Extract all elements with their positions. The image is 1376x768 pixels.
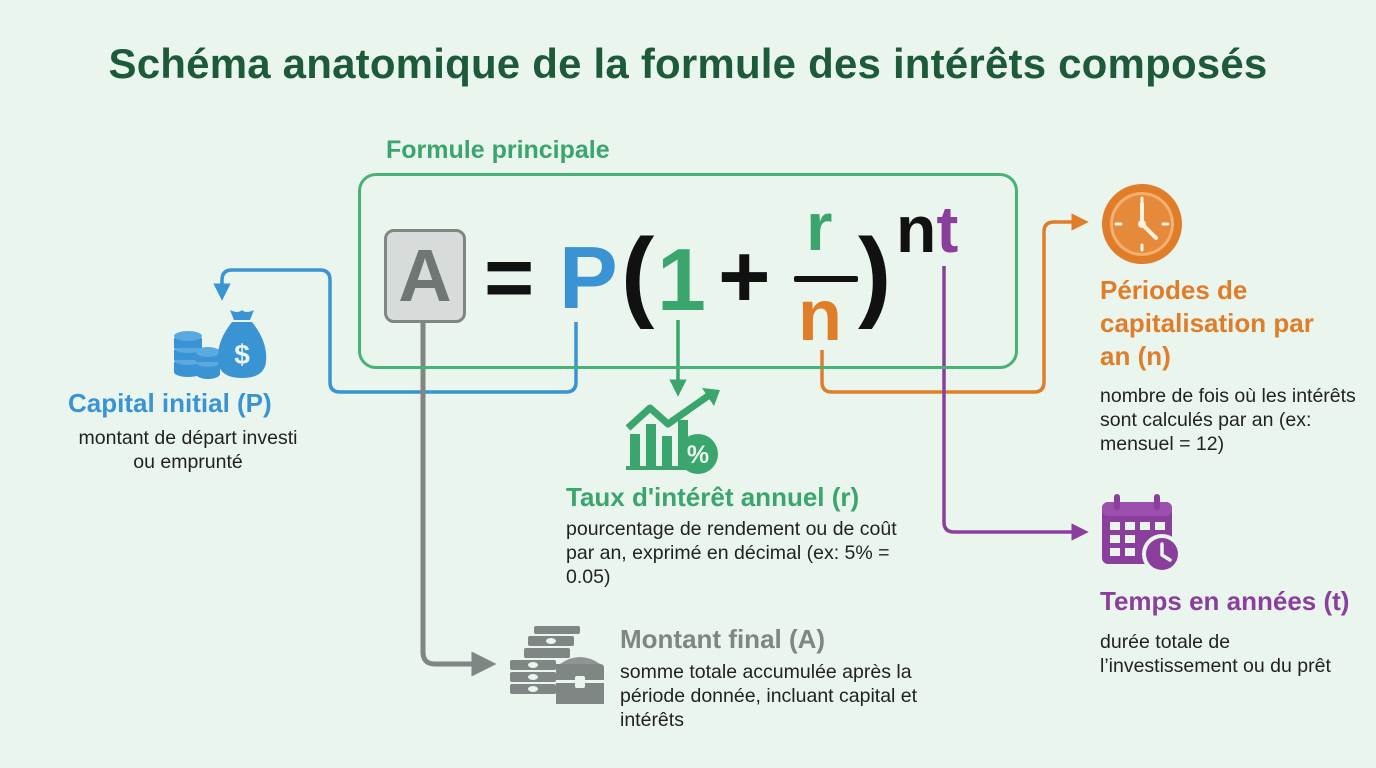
formula-open-paren: (: [621, 218, 655, 330]
growth-chart-percent-icon: %: [625, 388, 720, 474]
svg-text:$: $: [234, 339, 250, 370]
clock-icon: [1102, 184, 1182, 264]
formula-symbol-P: P: [559, 228, 618, 327]
formula-box: [358, 173, 1018, 369]
page-title: Schéma anatomique de la formule des inté…: [108, 40, 1268, 87]
montant-description: somme totale accumulée après la période …: [620, 661, 918, 731]
formula-symbol-A: A: [384, 229, 466, 323]
formula-exponent: nt: [896, 196, 958, 262]
periodes-description: nombre de fois où les intérêts sont calc…: [1100, 385, 1356, 455]
taux-title: Taux d'intérêt annuel (r): [566, 482, 860, 512]
formula-equals: =: [484, 230, 535, 326]
temps-description: durée totale de l’investissement ou du p…: [1100, 631, 1331, 677]
taux-description: pourcentage de rendement ou de coût par …: [566, 518, 897, 588]
calendar-clock-icon: [1102, 494, 1182, 574]
formula-plus: +: [718, 227, 771, 327]
exponent-n: n: [896, 192, 937, 266]
formula-close-paren: ): [858, 218, 892, 330]
connector-montant: [420, 322, 497, 677]
formula-box-label: Formule principale: [386, 136, 610, 164]
montant-title: Montant final (A): [620, 624, 826, 654]
connector-capital: [213, 268, 578, 394]
cash-stack-chest-icon: [510, 626, 604, 704]
capital-title: Capital initial (P): [68, 388, 272, 418]
formula-symbol-one: 1: [657, 230, 706, 329]
formula-symbol-n: n: [798, 276, 842, 356]
capital-description: montant de départ investi ou emprunté: [78, 427, 298, 473]
formula-symbol-r: r: [806, 189, 833, 265]
periodes-title: Périodes de capitalisation par an (n): [1100, 275, 1314, 371]
money-bag-coins-icon: $: [174, 310, 267, 379]
connector-periodes: [820, 213, 1089, 394]
fraction-bar: [794, 276, 858, 282]
exponent-t: t: [936, 192, 959, 266]
connector-temps: [942, 266, 1089, 541]
svg-text:%: %: [687, 441, 709, 469]
temps-title: Temps en années (t): [1100, 586, 1350, 616]
